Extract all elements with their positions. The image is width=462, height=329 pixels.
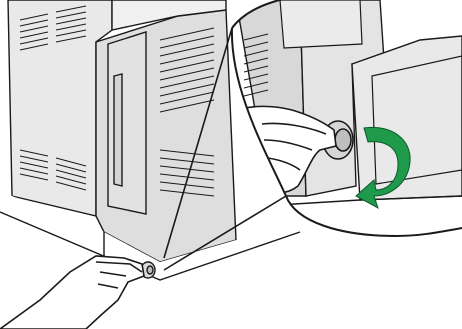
magnifier-callout <box>220 0 462 240</box>
